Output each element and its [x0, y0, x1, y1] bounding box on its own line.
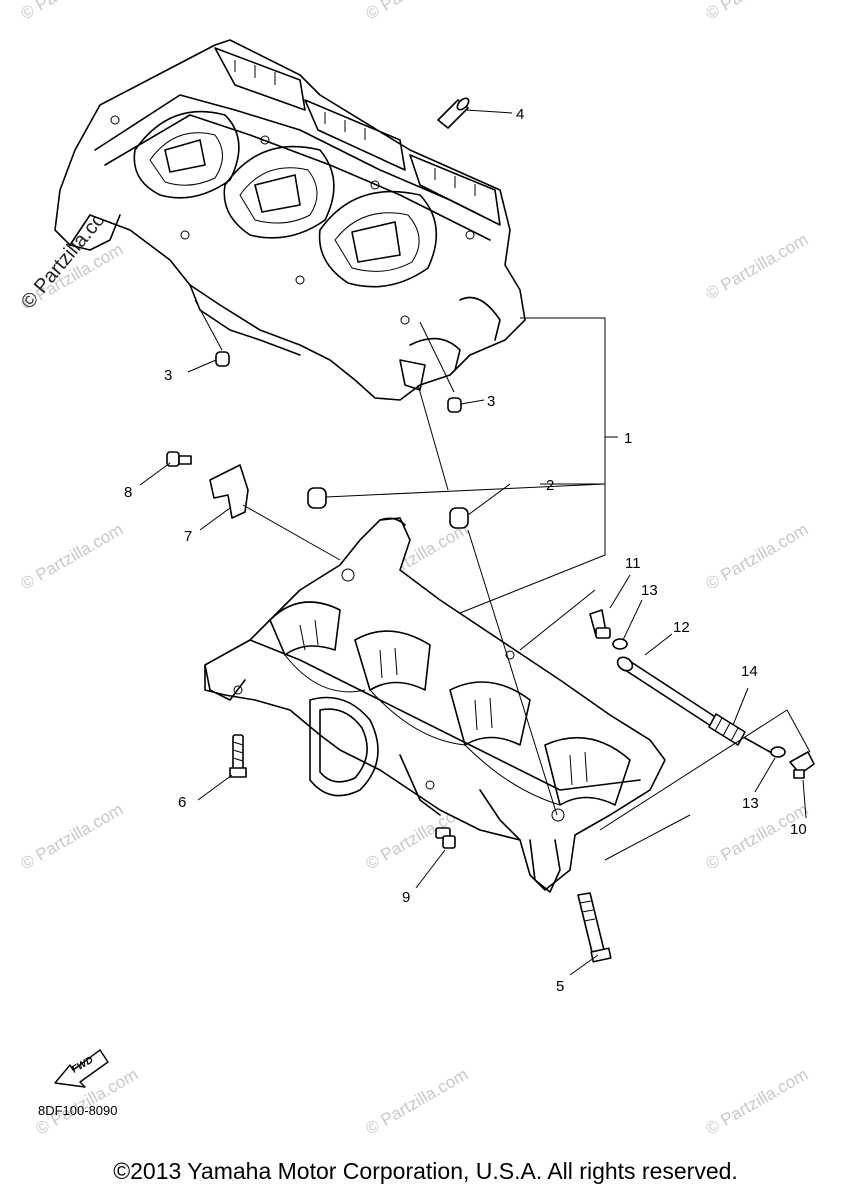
cylinder-bore-3: [318, 190, 438, 288]
callout-1: 1: [624, 430, 632, 447]
watermark: © Partzilla.com: [703, 520, 812, 594]
clamp-13b: [770, 746, 786, 758]
dowel-2a: [307, 487, 327, 509]
callout-10: 10: [790, 821, 807, 838]
callout-13a: 13: [641, 582, 658, 599]
fitting-10: [789, 751, 815, 779]
callout-9: 9: [402, 889, 410, 906]
fwd-arrow: FWD: [54, 1049, 109, 1088]
dowel-2b: [449, 507, 469, 529]
callout-14: 14: [741, 663, 758, 680]
callout-8: 8: [124, 484, 132, 501]
callout-3a: 3: [164, 367, 172, 384]
dowel-pin-4: [437, 97, 470, 129]
fitting-11: [589, 609, 611, 639]
knock-pin-3b: [447, 397, 462, 413]
watermark: © Partzilla.com: [703, 1065, 812, 1139]
copyright-notice: ©2013 Yamaha Motor Corporation, U.S.A. A…: [113, 1158, 738, 1184]
part-code: 8DF100-8090: [38, 1103, 118, 1118]
watermark: © Partzilla.com: [18, 800, 127, 874]
callout-11: 11: [625, 555, 641, 572]
hose-12: [616, 656, 721, 729]
leader-lines: [139, 109, 811, 976]
callout-numbers: 1 2 3 3 4 5 6 7 8 9 10 11 12 13 13 14: [124, 106, 807, 995]
watermark: © Partzilla.com: [18, 520, 127, 594]
cylinder-bore-2: [223, 145, 335, 239]
watermark: © Partzilla.com: [18, 0, 127, 23]
bolt-8: [166, 451, 192, 467]
plug-9: [435, 827, 456, 849]
callout-3b: 3: [487, 393, 495, 410]
callout-7: 7: [184, 528, 192, 545]
sleeve-14: [708, 713, 771, 753]
callout-13b: 13: [742, 795, 759, 812]
watermark: © Partzilla.com: [363, 1065, 472, 1139]
callout-2: 2: [546, 477, 554, 494]
watermark: © Partzilla.com: [703, 230, 812, 304]
watermark: © Partzilla.com: [363, 0, 472, 23]
clamp-13a: [612, 638, 628, 650]
lower-crankcase: [204, 517, 666, 893]
knock-pin-3a: [215, 351, 230, 367]
bracket-7: [209, 464, 249, 519]
bolt-5: [577, 892, 612, 963]
upper-crankcase: [54, 39, 526, 401]
callout-4: 4: [516, 106, 524, 123]
callout-5: 5: [556, 978, 564, 995]
callout-12: 12: [673, 619, 690, 636]
callout-6: 6: [178, 794, 186, 811]
bolt-6: [229, 734, 247, 778]
watermark: © Partzilla.com: [703, 0, 812, 23]
